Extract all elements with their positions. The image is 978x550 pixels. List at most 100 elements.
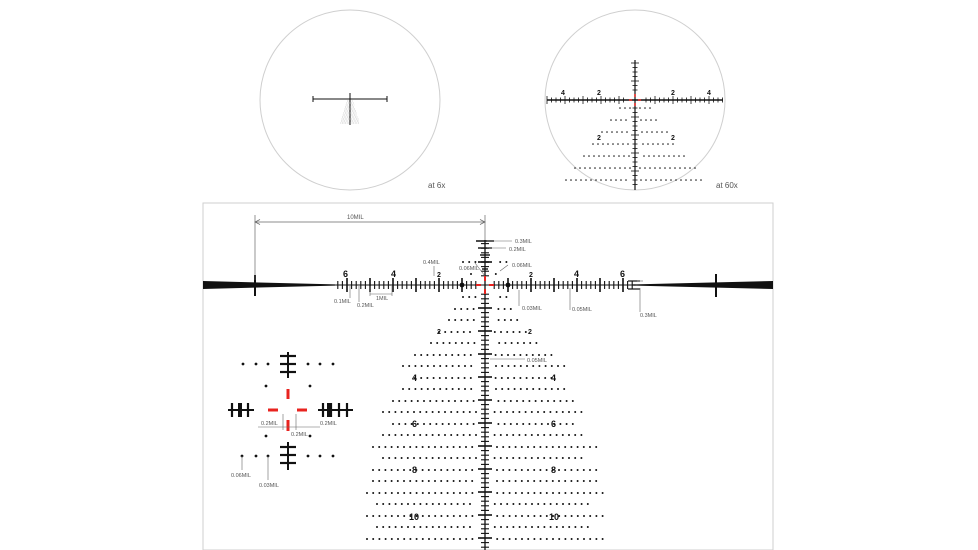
- holdover-dot: [468, 296, 471, 298]
- inset-h-block: [327, 403, 331, 417]
- holdover-dot: [516, 319, 519, 321]
- holdover-dot: [555, 457, 558, 459]
- holdover-dot: [574, 503, 577, 505]
- holdover-dot: [521, 538, 523, 540]
- holdover-dot: [420, 388, 423, 390]
- holdover-dot: [537, 434, 539, 436]
- high-holdover-dot: [648, 155, 650, 157]
- high-holdover-dot: [619, 107, 621, 109]
- holdover-dot: [427, 446, 430, 448]
- holdover-dot: [432, 354, 435, 356]
- holdover-dot: [555, 503, 558, 505]
- holdover-dot: [409, 480, 412, 482]
- high-holdover-dot: [565, 179, 567, 181]
- holdover-dot: [465, 538, 468, 540]
- holdover-dot: [459, 538, 461, 540]
- holdover-dot: [580, 411, 583, 413]
- label-1mil: 1MIL: [376, 296, 388, 302]
- holdover-dot: [530, 457, 533, 459]
- holdover-dot: [372, 492, 375, 494]
- holdover-dot: [421, 538, 424, 540]
- holdover-dot: [538, 365, 541, 367]
- holdover-dot: [402, 365, 404, 367]
- holdover-dot: [493, 503, 496, 505]
- holdover-dot: [549, 503, 552, 505]
- holdover-dot: [446, 446, 449, 448]
- holdover-dot: [494, 273, 497, 275]
- inset-label-0-2mil-b: 0.2MIL: [291, 432, 308, 438]
- high-holdover-dot: [620, 179, 622, 181]
- holdover-dot: [462, 411, 465, 413]
- holdover-dot: [514, 538, 517, 540]
- holdover-dot: [507, 365, 510, 367]
- holdover-dot: [413, 434, 415, 436]
- holdover-dot: [423, 400, 425, 402]
- holdover-dot: [472, 423, 475, 425]
- holdover-dot: [549, 434, 552, 436]
- holdover-dot: [415, 480, 418, 482]
- holdover-dot: [425, 457, 428, 459]
- holdover-dot: [378, 515, 381, 517]
- main-tick-marks: [337, 240, 640, 548]
- holdover-dot: [382, 503, 385, 505]
- holdover-dot: [390, 515, 393, 517]
- high-holdover-dot: [629, 167, 631, 169]
- left-thick-post: [203, 281, 335, 289]
- holdover-dot: [580, 526, 583, 528]
- holdover-dot: [601, 515, 604, 517]
- holdover-dot: [462, 503, 465, 505]
- holdover-dot: [530, 434, 533, 436]
- holdover-dot: [502, 469, 505, 471]
- holdover-dot: [589, 492, 592, 494]
- holdover-dot: [415, 492, 418, 494]
- high-scope-number-down-right-2: 2: [671, 135, 675, 142]
- holdover-dot: [562, 503, 564, 505]
- holdover-dot: [496, 515, 499, 517]
- holdover-dot: [543, 526, 546, 528]
- holdover-dot: [537, 411, 539, 413]
- label-0-4mil: 0.4MIL: [423, 260, 440, 266]
- high-holdover-dot: [588, 155, 590, 157]
- ranging-dot: [505, 282, 511, 288]
- holdover-dot: [435, 400, 438, 402]
- holdover-dot: [507, 388, 510, 390]
- holdover-dot: [502, 480, 505, 482]
- holdover-dot: [524, 457, 527, 459]
- holdover-dot: [516, 423, 518, 425]
- holdover-dot: [502, 492, 505, 494]
- holdover-dot: [409, 469, 412, 471]
- high-holdover-dot: [612, 143, 614, 145]
- holdover-dot: [539, 515, 542, 517]
- holdover-dot: [468, 261, 471, 263]
- holdover-dot: [467, 342, 470, 344]
- holdover-dot: [426, 388, 429, 390]
- holdover-dot: [408, 388, 411, 390]
- holdover-dot: [419, 526, 422, 528]
- high-scope-number-right-2: 2: [671, 90, 675, 97]
- inset-red-cross: [268, 389, 307, 431]
- holdover-dot: [426, 354, 429, 356]
- high-holdover-dot: [583, 155, 585, 157]
- v-number-left-4: 4: [412, 373, 417, 383]
- high-holdover-dot: [627, 143, 629, 145]
- holdover-dot: [388, 434, 391, 436]
- holdover-dot: [413, 526, 416, 528]
- holdover-dot: [472, 308, 475, 310]
- holdover-dot: [513, 388, 516, 390]
- holdover-dot: [384, 538, 387, 540]
- holdover-dot: [434, 469, 436, 471]
- holdover-dot: [508, 480, 511, 482]
- high-holdover-dot: [640, 179, 642, 181]
- inset-dot: [264, 434, 268, 438]
- holdover-dot: [452, 469, 455, 471]
- high-holdover-dot: [683, 155, 685, 157]
- holdover-dot: [388, 457, 391, 459]
- holdover-dot: [503, 400, 506, 402]
- v-number-right-2: 2: [528, 329, 532, 336]
- high-holdover-dot: [624, 107, 626, 109]
- inset-dot: [254, 454, 258, 458]
- holdover-dot: [415, 469, 418, 471]
- high-holdover-dot: [610, 179, 612, 181]
- holdover-dot: [538, 388, 541, 390]
- holdover-dot: [533, 469, 536, 471]
